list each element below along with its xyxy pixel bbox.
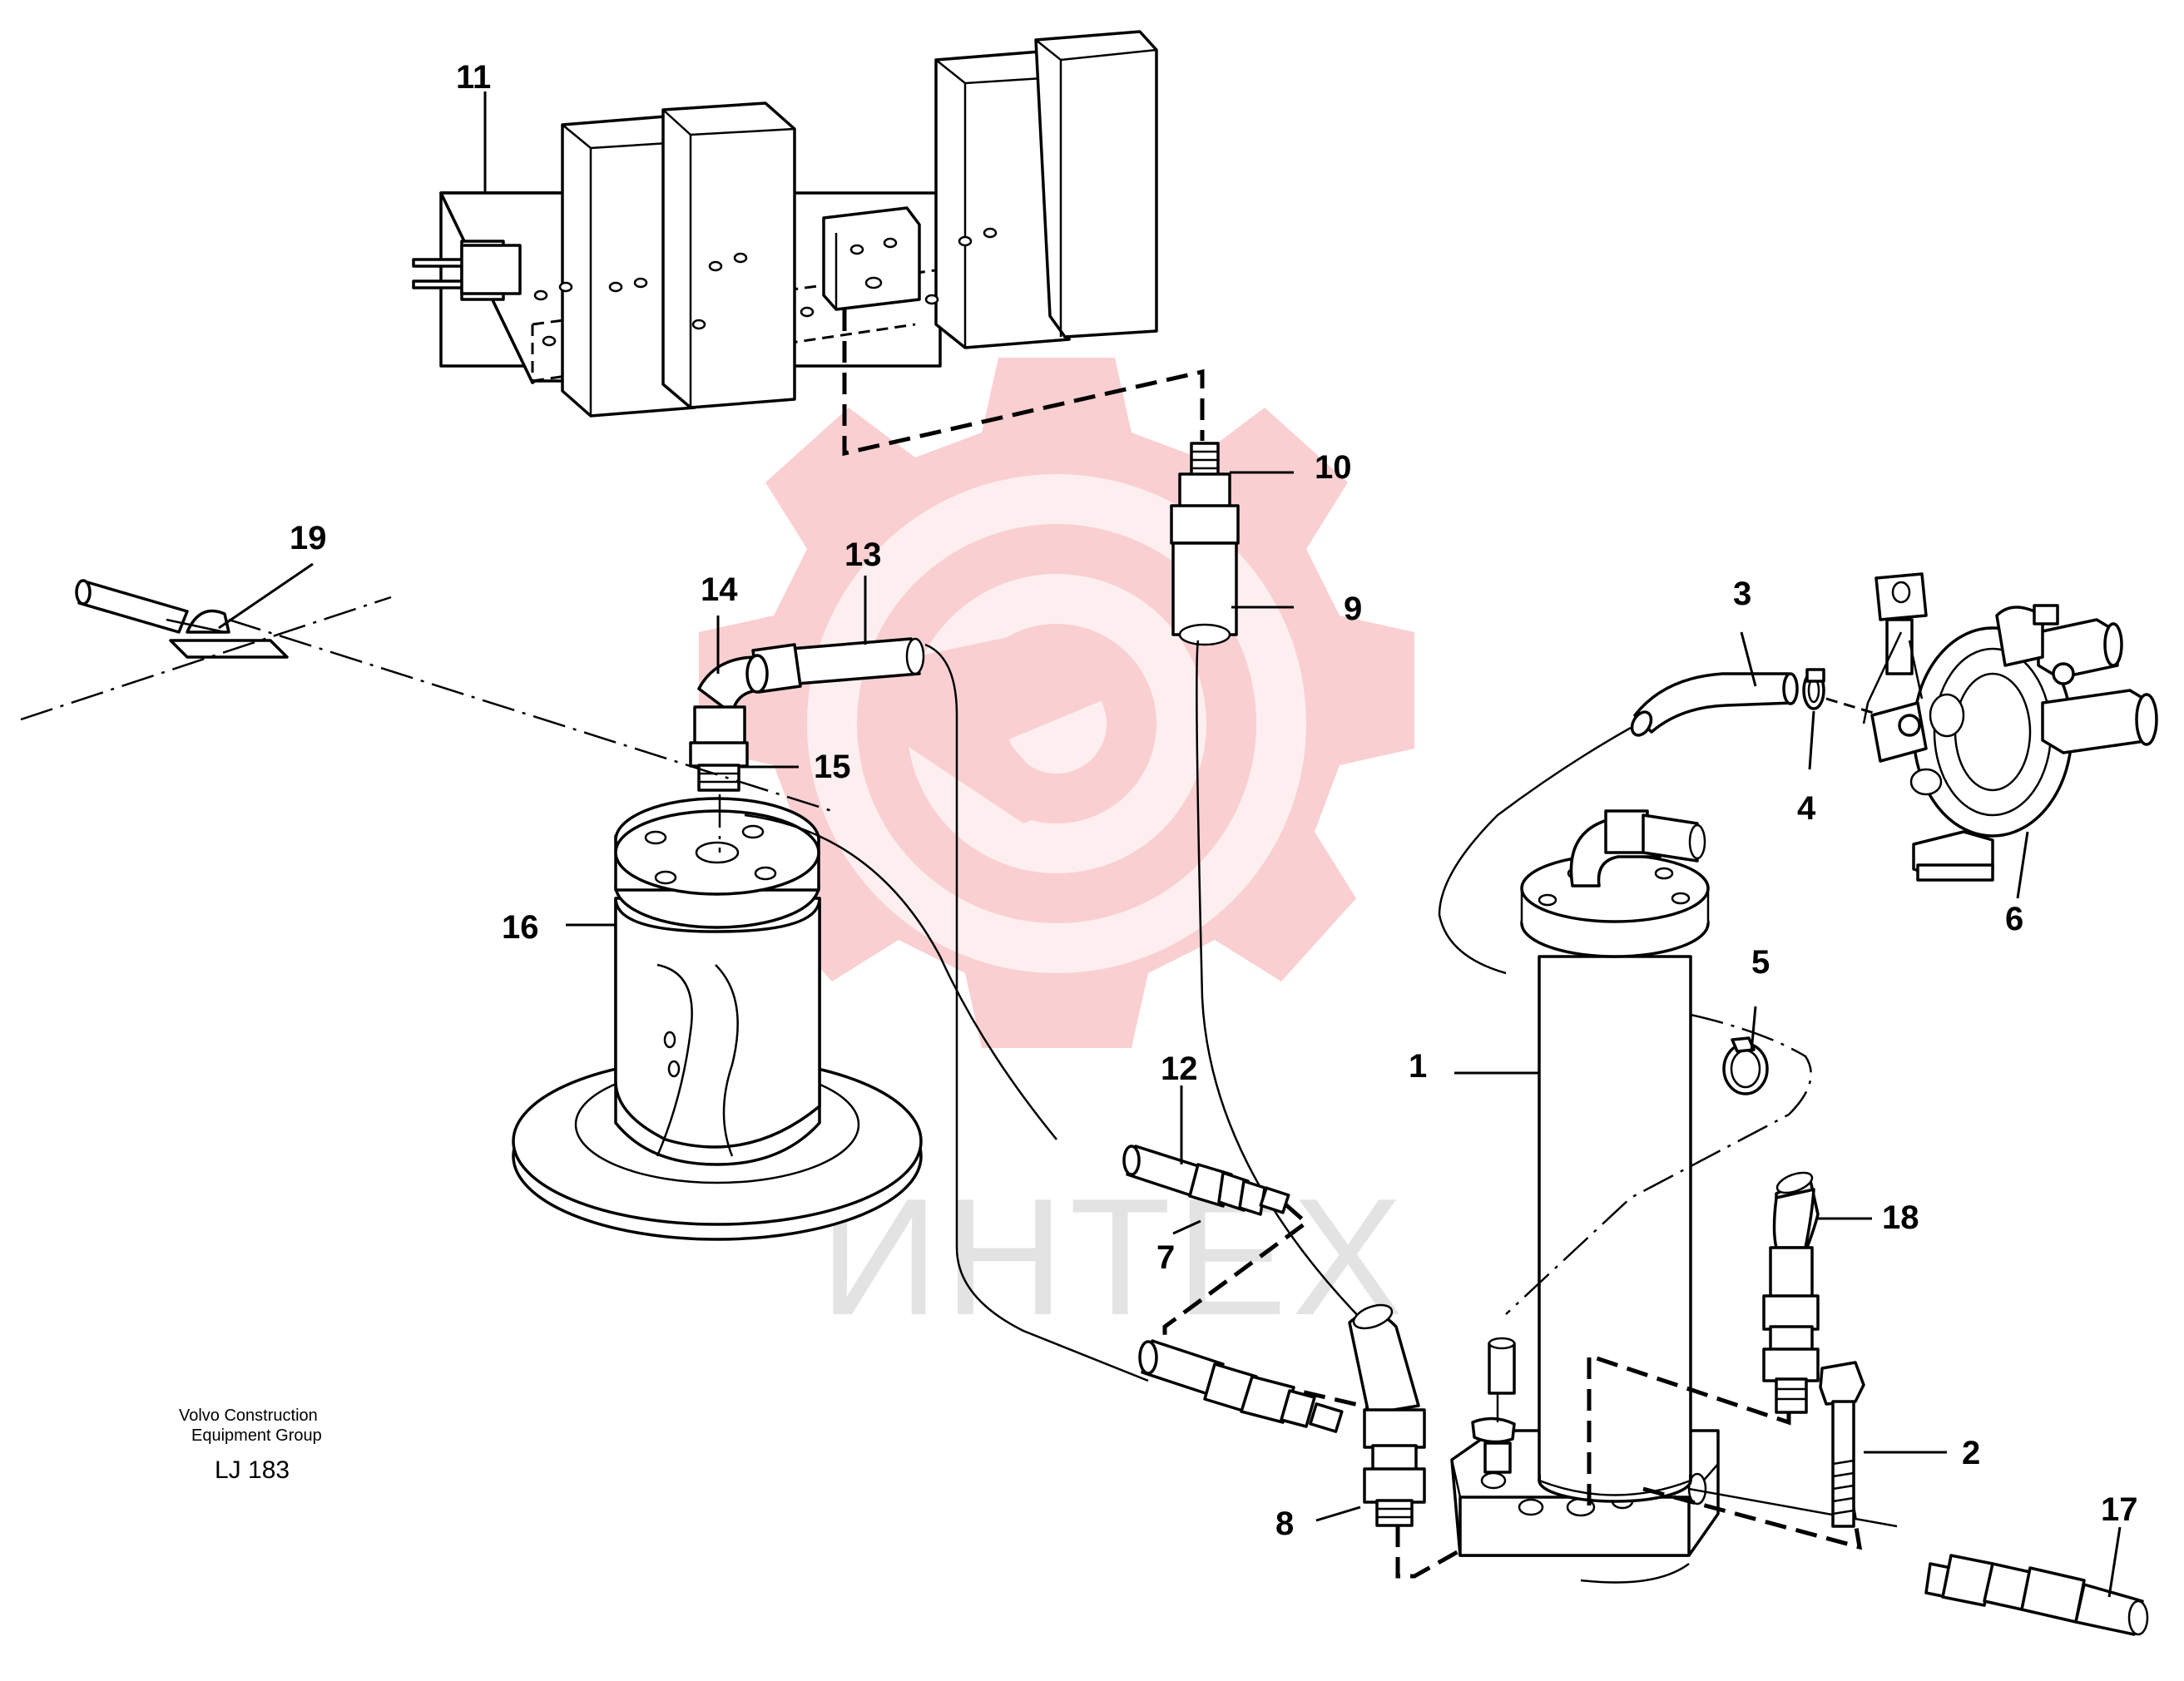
leader-lines xyxy=(218,91,2122,1598)
valve-spool-block-4 xyxy=(1034,30,1158,339)
part-2-bolt xyxy=(1819,1361,1865,1528)
part-10-adapter xyxy=(1170,442,1240,545)
callout-10: 10 xyxy=(1315,449,1352,486)
valve-ports xyxy=(533,227,998,347)
callout-7: 7 xyxy=(1156,1239,1175,1276)
callout-1: 1 xyxy=(1409,1048,1427,1085)
callout-5: 5 xyxy=(1751,944,1770,981)
part-5-hose-clamp xyxy=(1722,1036,1769,1095)
leader-17-line xyxy=(1688,1487,1898,1528)
part-3-hose xyxy=(1630,672,1799,737)
part-13-hose xyxy=(751,637,925,694)
part-14-elbow xyxy=(697,654,769,715)
callout-labels: 11 10 9 19 13 14 15 16 3 4 6 5 1 12 7 18… xyxy=(290,59,2138,1542)
hose-9-route xyxy=(1196,640,1365,1323)
part-17-hose-fitting xyxy=(1924,1554,2149,1636)
callout-11: 11 xyxy=(456,59,491,96)
callout-15: 15 xyxy=(814,749,851,785)
caption-line-1: Volvo Construction xyxy=(179,1407,318,1425)
part-9-hose-end xyxy=(1171,541,1238,646)
callout-6: 6 xyxy=(2005,901,2023,937)
diagram-caption: Volvo Construction Equipment Group LJ 18… xyxy=(179,1407,322,1484)
hose-13-route xyxy=(924,643,1149,1382)
part-19-clamp xyxy=(75,579,289,659)
line-3-to-6 xyxy=(1825,697,1877,715)
callout-2: 2 xyxy=(1962,1435,1980,1471)
part-15-nipple xyxy=(689,705,749,792)
centerline-left xyxy=(20,596,392,721)
callout-9: 9 xyxy=(1344,591,1362,627)
callout-8: 8 xyxy=(1275,1505,1294,1542)
filter-bleed-fitting xyxy=(1471,1337,1516,1474)
callout-19: 19 xyxy=(290,520,327,556)
part-4-hose-clamp xyxy=(1802,668,1825,710)
lower-hose-coupling xyxy=(1138,1339,1344,1433)
callout-13: 13 xyxy=(844,536,882,573)
callout-14: 14 xyxy=(701,571,738,608)
callout-17: 17 xyxy=(2101,1491,2138,1528)
callout-3: 3 xyxy=(1733,576,1751,612)
callout-16: 16 xyxy=(502,909,539,946)
caption-line-2: Equipment Group xyxy=(191,1426,322,1445)
hose-16-route xyxy=(744,813,1057,1140)
part-1-filter xyxy=(1450,809,1720,1584)
callout-4: 4 xyxy=(1797,790,1816,827)
watermark-text: ИНТЕХ xyxy=(820,1164,1408,1350)
part-8-fitting xyxy=(1348,1303,1426,1527)
pilot-line-to-valve xyxy=(842,309,1205,457)
part-16-swivel-joint xyxy=(512,797,923,1241)
part-11-control-valve xyxy=(412,30,1158,418)
part-7-coupling xyxy=(1188,1163,1290,1216)
valve-spool-block-2 xyxy=(661,101,796,409)
centerline-5 xyxy=(1505,1013,1812,1315)
part-18-hose-fitting xyxy=(1762,1171,1820,1414)
caption-code: LJ 183 xyxy=(215,1456,290,1484)
pipe-8-down xyxy=(1395,1525,1483,1579)
hose-3-route xyxy=(1438,726,1632,975)
callout-18: 18 xyxy=(1882,1199,1919,1236)
part-6-pump xyxy=(1862,572,2158,882)
callout-12: 12 xyxy=(1161,1051,1198,1087)
